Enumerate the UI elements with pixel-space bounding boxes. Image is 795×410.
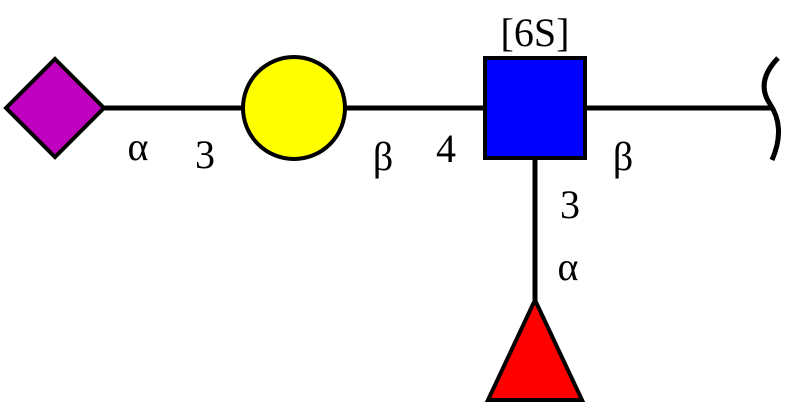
linkage-position-neu5ac-gal: 3 bbox=[195, 132, 215, 177]
glcnac-square bbox=[483, 56, 587, 160]
reducing-end-bracket bbox=[761, 56, 781, 162]
linkage-position-gal-glcnac: 4 bbox=[436, 126, 456, 171]
linkage-anomer-neu5ac-gal: α bbox=[128, 124, 149, 169]
neu5ac-diamond bbox=[3, 56, 107, 160]
gal-circle bbox=[241, 55, 347, 161]
linkage-anomer-gal-glcnac: β bbox=[373, 134, 393, 179]
modification-label: [6S] bbox=[501, 10, 570, 55]
fuc-triangle bbox=[484, 295, 586, 402]
linkage-anomer-glcnac-reducing-end: β bbox=[613, 134, 633, 179]
linkage-position-fuc-glcnac: 3 bbox=[560, 182, 580, 227]
linkage-anomer-fuc-glcnac: α bbox=[558, 244, 579, 289]
